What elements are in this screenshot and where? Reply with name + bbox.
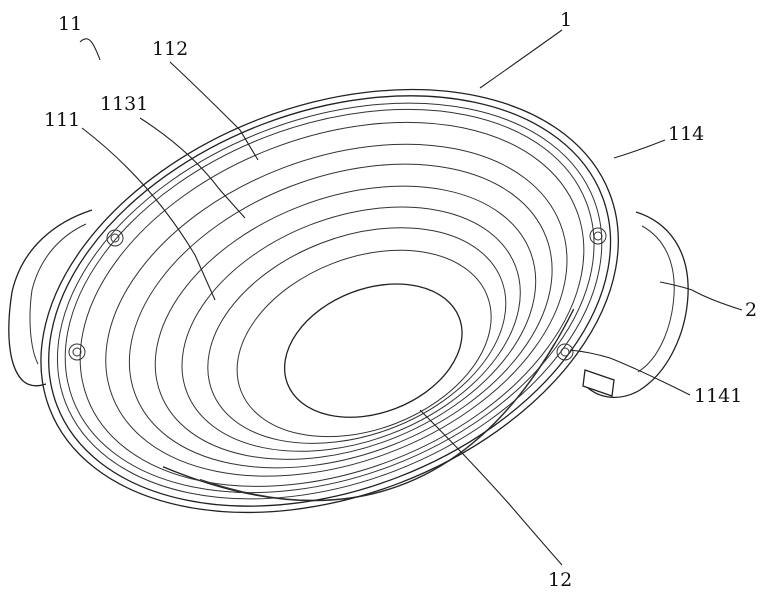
hole-icon — [593, 231, 603, 241]
inner-wall-ring-7 — [236, 249, 492, 438]
label-1131: 1131 — [100, 93, 148, 115]
hole-icon — [560, 347, 570, 357]
hole-icon — [556, 343, 574, 361]
label-12: 12 — [548, 569, 572, 591]
leader-12 — [419, 409, 563, 566]
right-handle-latch — [582, 369, 615, 397]
hole-icon — [72, 347, 82, 357]
inner-wall-ring-1 — [79, 121, 585, 487]
inner-wall-ring-5 — [181, 206, 521, 452]
leader-2 — [659, 281, 743, 311]
leader-112 — [169, 61, 259, 161]
leader-11 — [79, 38, 101, 61]
label-11: 11 — [58, 13, 82, 35]
label-112: 112 — [152, 38, 188, 60]
hole-icon — [68, 343, 86, 361]
leader-1141 — [569, 349, 691, 396]
hole-icon — [110, 233, 120, 243]
rim-ring-4 — [64, 108, 595, 494]
leader-114 — [613, 139, 666, 159]
label-111: 111 — [44, 109, 80, 131]
right-handle-inner — [637, 225, 675, 373]
label-1141: 1141 — [694, 385, 742, 407]
leader-111 — [81, 127, 216, 301]
leader-1 — [479, 29, 563, 89]
rim-ring-2 — [48, 95, 612, 507]
inner-wall-ring-2 — [105, 143, 568, 477]
leader-1131 — [139, 117, 246, 219]
left-handle — [8, 209, 93, 387]
hole-icon — [106, 229, 124, 247]
right-handle — [587, 211, 689, 398]
pot-bottom — [283, 283, 463, 418]
inner-wall-ring-3 — [128, 163, 553, 469]
hole-icon — [589, 227, 607, 245]
pot-body — [40, 88, 619, 514]
label-114: 114 — [668, 123, 704, 145]
label-1: 1 — [560, 9, 572, 31]
rim-ring-3 — [56, 102, 603, 500]
rim-outer — [40, 88, 619, 514]
inner-wall-ring-6 — [207, 227, 507, 444]
inner-wall-ring-4 — [154, 185, 537, 460]
label-2: 2 — [745, 299, 757, 321]
rim-holes — [68, 227, 607, 361]
left-handle-inner — [29, 223, 87, 365]
pot-base-inner-curve — [199, 342, 556, 501]
